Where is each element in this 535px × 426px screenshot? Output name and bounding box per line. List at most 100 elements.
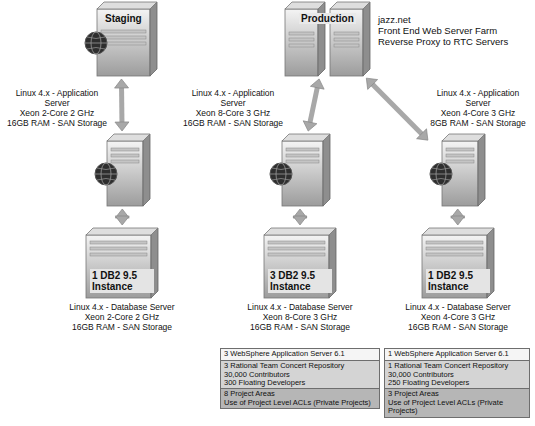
tower-top: [285, 2, 325, 9]
drive-slot: [289, 32, 314, 35]
globe-equator: [95, 174, 117, 175]
server-icon: [430, 134, 485, 206]
globe-latitude: [87, 37, 105, 39]
drive-slot: [446, 160, 474, 163]
tower-side: [143, 134, 150, 206]
stack-box: 8 Project AreasUse of Project Level ACLs…: [220, 388, 380, 409]
spec-label: Linux 4.x - Application ServerXeon 4-Cor…: [428, 88, 528, 128]
spec-line: Linux 4.x - Database Server: [393, 302, 523, 312]
drive-slot: [426, 241, 483, 244]
note-text: Reverse Proxy to RTC Servers: [378, 36, 528, 47]
spec-line: 16GB RAM - SAN Storage: [57, 322, 187, 332]
globe-icon: [270, 163, 292, 185]
spec-line: Xeon 4-Core 3 GHz: [393, 312, 523, 322]
connector-arrow: [366, 78, 428, 140]
spec-line: 16GB RAM - SAN Storage: [393, 322, 523, 332]
drive-slot: [268, 241, 325, 244]
drive-slot: [90, 253, 147, 256]
arrow-head: [293, 216, 307, 225]
globe-equator: [85, 43, 107, 44]
drive-slot: [286, 154, 319, 157]
drive-slot: [286, 160, 319, 163]
tower-top: [330, 2, 370, 9]
arrow-shaft: [372, 84, 422, 135]
globe-latitude: [272, 168, 290, 170]
stack-box: 3 Project AreasUse of Project Level ACLs…: [384, 388, 530, 418]
globe-equator: [430, 174, 452, 175]
application-server: Linux 4.x - Application ServerXeon 8-Cor…: [270, 134, 330, 206]
application-server: Linux 4.x - Application ServerXeon 2-Cor…: [95, 134, 150, 206]
spec-line: Xeon 4-Core 3 GHz: [428, 108, 528, 118]
drive-slot: [334, 44, 359, 47]
drive-slot: [286, 148, 319, 151]
box-heading: 1 WebSphere Application Server 6.1: [388, 350, 526, 359]
connector-arrow: [115, 209, 129, 225]
staging-server: Staging: [85, 2, 157, 76]
box-line: 300 Floating Developers: [224, 379, 376, 388]
globe-icon: [95, 163, 117, 185]
drive-slot: [268, 247, 325, 250]
globe-equator: [270, 174, 292, 175]
box-heading: 1 Rational Team Concert Repository: [388, 362, 526, 371]
database-server: 3 DB2 9.5 InstanceLinux 4.x - Database S…: [264, 228, 336, 298]
globe-icon: [85, 32, 107, 54]
server-title: Production: [299, 13, 356, 24]
box-line: 30,000 Contributors: [224, 371, 376, 380]
drive-slot: [334, 38, 359, 41]
stack-box: 3 Rational Team Concert Repository30,000…: [220, 360, 380, 390]
drive-slot: [90, 247, 147, 250]
drive-slot: [446, 154, 474, 157]
spec-label: Linux 4.x - Application ServerXeon 8-Cor…: [178, 88, 288, 128]
tower-top: [97, 2, 157, 9]
globe-latitude: [432, 179, 450, 181]
drive-slot: [426, 247, 483, 250]
box-line: 250 Floating Developers: [388, 379, 526, 388]
connector-arrow: [115, 79, 129, 131]
server-icon: [95, 134, 150, 206]
note-text: Front End Web Server Farm: [378, 25, 528, 36]
database-server: 1 DB2 9.5 InstanceLinux 4.x - Database S…: [86, 228, 158, 298]
globe-icon: [430, 163, 452, 185]
spec-label: Linux 4.x - Database ServerXeon 2-Core 2…: [57, 302, 187, 332]
spec-label: Linux 4.x - Application ServerXeon 2-Cor…: [4, 88, 110, 128]
drive-slot: [446, 148, 474, 151]
drive-slot: [111, 154, 139, 157]
application-server: Linux 4.x - Application ServerXeon 4-Cor…: [430, 134, 485, 206]
arrow-head: [115, 216, 129, 225]
spec-line: 16GB RAM - SAN Storage: [4, 118, 110, 128]
note-text: jazz.net: [378, 14, 528, 25]
globe-latitude: [87, 48, 105, 50]
tower-top: [422, 228, 494, 235]
drive-slot: [111, 148, 139, 151]
arrow-head: [115, 122, 129, 131]
database-server: 1 DB2 9.5 InstanceLinux 4.x - Database S…: [422, 228, 494, 298]
arrow-head: [310, 79, 324, 89]
globe-latitude: [97, 179, 115, 181]
arrow-head: [366, 78, 377, 89]
callout-note: jazz.netFront End Web Server FarmReverse…: [378, 14, 528, 47]
arrow-head: [303, 121, 317, 131]
tower-top: [442, 134, 485, 141]
spec-line: 16GB RAM - SAN Storage: [235, 322, 365, 332]
arrow-head: [417, 129, 428, 140]
spec-line: Linux 4.x - Database Server: [235, 302, 365, 312]
tower-side: [150, 2, 157, 76]
connector-arrow: [293, 209, 307, 225]
tower-side: [323, 134, 330, 206]
stack-box: 1 WebSphere Application Server 6.1: [384, 348, 530, 361]
server-title: Staging: [105, 13, 142, 24]
drive-slot: [111, 160, 139, 163]
web-server-farm: Production: [285, 2, 370, 76]
stack-box: 3 WebSphere Application Server 6.1: [220, 348, 380, 361]
drive-slot: [426, 253, 483, 256]
box-heading: 8 Project Areas: [224, 390, 376, 399]
spec-label: Linux 4.x - Database ServerXeon 4-Core 3…: [393, 302, 523, 332]
spec-line: Linux 4.x - Application Server: [178, 88, 288, 108]
drive-slot: [101, 42, 146, 45]
drive-slot: [289, 44, 314, 47]
box-line: 30,000 Contributors: [388, 371, 526, 380]
spec-line: Xeon 2-Core 2 GHz: [4, 108, 110, 118]
spec-line: Xeon 2-Core 2 GHz: [57, 312, 187, 322]
box-heading: 3 Rational Team Concert Repository: [224, 362, 376, 371]
